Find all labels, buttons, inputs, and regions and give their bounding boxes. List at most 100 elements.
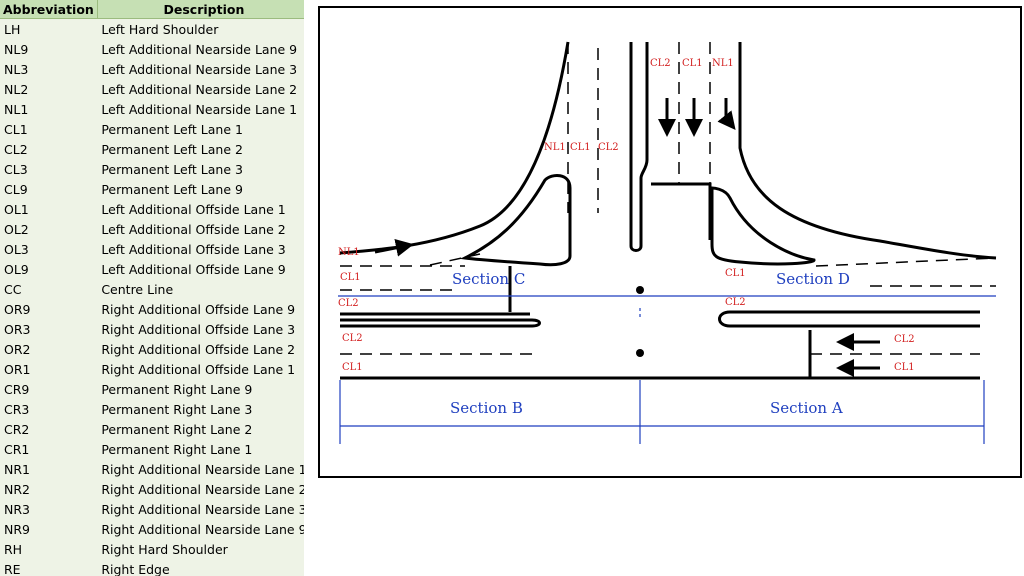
abbreviation-cell: CL1 [4, 121, 28, 137]
table-header-row: Abbreviation Description [0, 0, 304, 19]
abbreviation-cell: NR1 [4, 461, 30, 477]
label-section-c: Section C [452, 270, 525, 288]
abbreviation-cell: OL9 [4, 261, 29, 277]
label-section-a: Section A [770, 399, 843, 417]
table-row: CR2 Permanent Right Lane 2 [0, 419, 304, 439]
abbreviation-cell: NL3 [4, 61, 29, 77]
description-cell: Right Edge [101, 561, 170, 576]
description-cell: Permanent Left Lane 1 [101, 121, 243, 137]
abbreviation-cell: CL3 [4, 161, 28, 177]
label-right-cl1: CL1 [725, 268, 746, 279]
description-cell: Permanent Right Lane 3 [101, 401, 253, 417]
description-cell: Permanent Right Lane 2 [101, 421, 253, 437]
abbreviation-cell: CR9 [4, 381, 30, 397]
table-row: OR3 Right Additional Offside Lane 3 [0, 319, 304, 339]
abbreviation-cell: RH [4, 541, 23, 557]
label-bottom-right-cl1: CL1 [894, 362, 915, 373]
lane-labels: CL2 CL1 NL1 NL1 CL1 CL2 NL1 CL1 CL2 CL1 … [338, 58, 915, 373]
abbreviation-table-panel: Abbreviation Description LH Left Hard Sho… [0, 0, 304, 576]
description-cell: Permanent Left Lane 9 [101, 181, 243, 197]
description-cell: Permanent Right Lane 9 [101, 381, 253, 397]
junction-svg: CL2 CL1 NL1 NL1 CL1 CL2 NL1 CL1 CL2 CL1 … [338, 41, 997, 444]
abbreviation-cell: CR2 [4, 421, 30, 437]
label-left-top-cl1: CL1 [570, 142, 591, 153]
abbreviation-cell: NL9 [4, 41, 29, 57]
description-cell: Left Hard Shoulder [101, 21, 219, 37]
junction-diagram: CL2 CL1 NL1 NL1 CL1 CL2 NL1 CL1 CL2 CL1 … [318, 6, 1022, 478]
table-row: NL3 Left Additional Nearside Lane 3 [0, 59, 304, 79]
table-row: NL9 Left Additional Nearside Lane 9 [0, 39, 304, 59]
label-left-cl1: CL1 [340, 272, 361, 283]
abbreviation-cell: NR3 [4, 501, 30, 517]
table-row: NR2 Right Additional Nearside Lane 2 [0, 479, 304, 499]
central-rectangle [651, 182, 712, 240]
right-island [710, 186, 816, 266]
right-median [718, 310, 980, 328]
abbreviation-cell: OR3 [4, 321, 31, 337]
description-cell: Left Additional Nearside Lane 1 [101, 101, 298, 117]
description-cell: Right Hard Shoulder [101, 541, 228, 557]
table-row: OL3 Left Additional Offside Lane 3 [0, 239, 304, 259]
abbreviation-cell: LH [4, 21, 21, 37]
left-median [340, 318, 541, 328]
description-cell: Permanent Left Lane 2 [101, 141, 243, 157]
description-cell: Centre Line [101, 281, 174, 297]
label-bottom-left-cl1: CL1 [342, 362, 363, 373]
abbreviation-cell: CR1 [4, 441, 30, 457]
label-top-cl2: CL2 [650, 58, 671, 69]
label-left-top-nl1: NL1 [544, 142, 566, 153]
table-row: CC Centre Line [0, 279, 304, 299]
label-right-cl2: CL2 [725, 297, 746, 308]
table-row: LH Left Hard Shoulder [0, 19, 304, 40]
table-row: CR3 Permanent Right Lane 3 [0, 399, 304, 419]
centre-island-top [629, 42, 649, 252]
dashed-right-upper [815, 257, 997, 267]
description-cell: Left Additional Offside Lane 3 [101, 241, 286, 257]
description-cell: Permanent Left Lane 3 [101, 161, 243, 177]
abbreviation-cell: CL2 [4, 141, 28, 157]
road-edges [339, 41, 997, 380]
arrow-left-nl1 [374, 238, 414, 257]
table-row: NR9 Right Additional Nearside Lane 9 [0, 519, 304, 539]
abbreviation-cell: CC [4, 281, 22, 297]
abbreviation-cell: NR9 [4, 521, 30, 537]
table-row: OR9 Right Additional Offside Lane 9 [0, 299, 304, 319]
table-row: NR1 Right Additional Nearside Lane 1 [0, 459, 304, 479]
label-left-cl2: CL2 [338, 298, 359, 309]
abbreviation-cell: OL3 [4, 241, 29, 257]
description-cell: Left Additional Nearside Lane 3 [101, 61, 298, 77]
label-left-nl1: NL1 [338, 247, 360, 258]
description-cell: Right Additional Nearside Lane 1 [101, 461, 304, 477]
description-cell: Right Additional Nearside Lane 2 [101, 481, 304, 497]
description-cell: Right Additional Nearside Lane 9 [101, 521, 304, 537]
table-row: CR9 Permanent Right Lane 9 [0, 379, 304, 399]
abbreviation-cell: NR2 [4, 481, 30, 497]
abbreviation-cell: CR3 [4, 401, 30, 417]
abbreviation-cell: NL1 [4, 101, 29, 117]
abbreviation-cell: OR1 [4, 361, 31, 377]
dashed-left-diagonal [429, 253, 481, 266]
header-description: Description [97, 0, 304, 19]
centre-dot-lower [636, 349, 644, 357]
header-abbreviation: Abbreviation [0, 0, 98, 19]
label-left-top-cl2: CL2 [598, 142, 619, 153]
description-cell: Left Additional Nearside Lane 9 [101, 41, 298, 57]
abbreviation-table: Abbreviation Description LH Left Hard Sho… [0, 0, 304, 576]
abbreviation-cell: RE [4, 561, 21, 576]
description-cell: Right Additional Offside Lane 9 [101, 301, 296, 317]
description-cell: Right Additional Offside Lane 3 [101, 321, 296, 337]
label-top-nl1: NL1 [712, 58, 734, 69]
abbreviation-cell: OR2 [4, 341, 31, 357]
lane-markings [340, 42, 997, 355]
abbreviation-cell: OL2 [4, 221, 29, 237]
direction-arrows [374, 98, 880, 377]
abbreviation-cell: OR9 [4, 301, 31, 317]
label-bottom-left-cl2: CL2 [342, 333, 363, 344]
